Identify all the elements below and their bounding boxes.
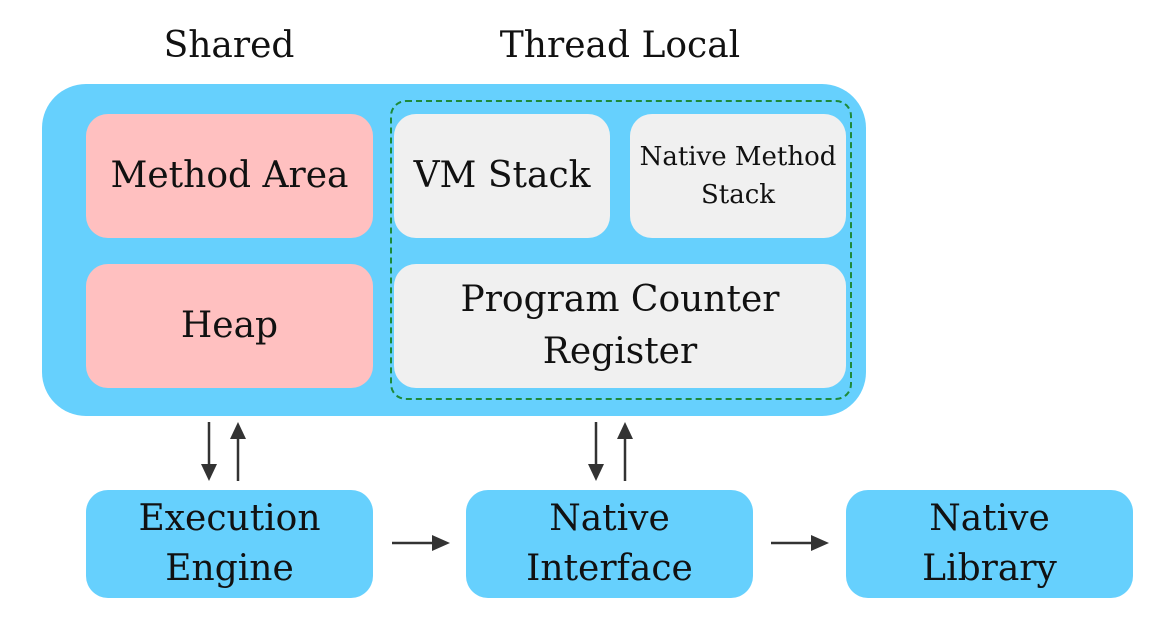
arrow-down-icon (588, 422, 604, 481)
method-area-box: Method Area (86, 114, 373, 238)
heap-box: Heap (86, 264, 373, 388)
vm-stack-box: VM Stack (394, 114, 610, 238)
thread-local-group (390, 100, 852, 400)
execution-engine-box: Execution Engine (86, 490, 373, 598)
program-counter-register-box: Program Counter Register (394, 264, 846, 388)
thread-local-header: Thread Local (499, 25, 741, 66)
arrow-up-icon (230, 422, 246, 481)
arrow-down-icon (201, 422, 217, 481)
native-library-box: Native Library (846, 490, 1133, 598)
arrow-up-icon (617, 422, 633, 481)
arrow-right-icon (392, 535, 450, 551)
native-method-stack-box: Native Method Stack (630, 114, 846, 238)
arrow-right-icon (771, 535, 829, 551)
shared-header: Shared (163, 25, 295, 66)
native-interface-box: Native Interface (466, 490, 753, 598)
